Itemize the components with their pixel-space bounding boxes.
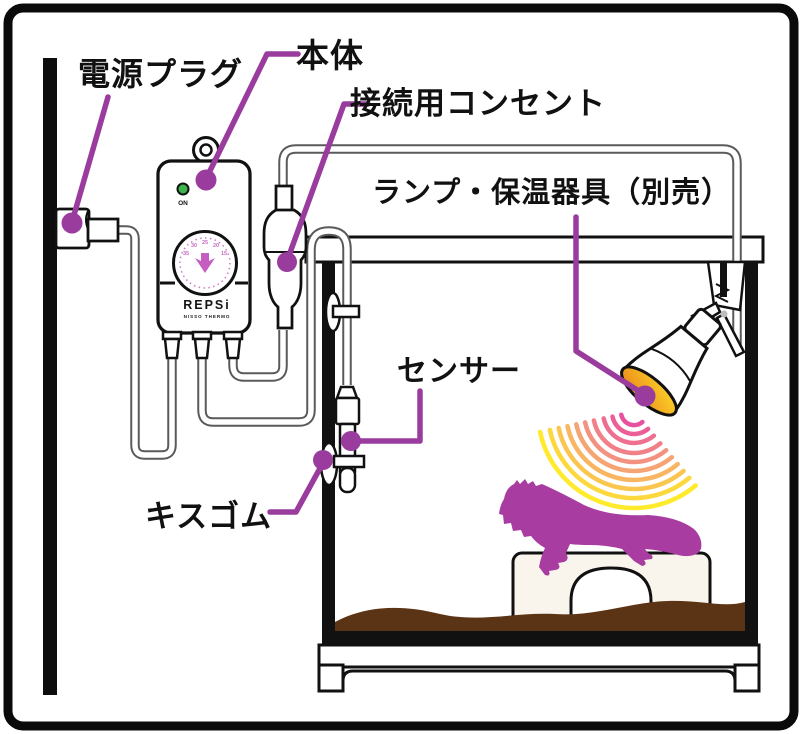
callout-line-sensor [350,388,423,444]
heat-lamp [620,260,747,417]
callout-line-outlet [284,101,371,264]
substrate [335,600,745,632]
terrarium [304,235,765,693]
dial-number: 35 [183,251,189,257]
callout-dot-outlet [277,252,297,272]
brand-logo: REPSi [183,298,231,312]
terrarium-stand [317,643,761,693]
dial-number: 30 [191,243,197,249]
suction-cup-lower-clip [332,454,366,469]
dial-number: 15 [221,251,227,257]
callout-dot-main-unit [195,169,217,191]
label-lamp: ランプ・保温器具（別売） [372,177,732,209]
lamp-clamp [690,260,747,358]
callout-dot-suction [313,450,333,470]
callout-line-power-plug [69,94,111,225]
suction-cup-upper-clip [331,304,361,319]
power-led [176,182,190,196]
cable-glands [161,330,244,360]
image-border [3,3,799,731]
temperature-dial[interactable]: 35 30 25 20 15 [172,230,238,296]
label-suction-cup: キスゴム [145,499,273,534]
label-sensor: センサー [397,355,521,388]
dial-number: 25 [202,240,208,246]
terrarium-bottom [322,631,758,645]
heat-waves [537,412,698,511]
callout-dot-sensor [341,431,361,451]
dial-number: 20 [213,243,219,249]
label-power-plug: 電源プラグ [78,56,244,92]
thermostat-device: ON 35 30 25 20 15 REPSi NISSO THERMO [156,136,252,360]
callout-dot-power-plug [61,212,83,234]
callout-dots [61,169,656,470]
terrarium-right-wall [745,262,758,633]
led-label: ON [178,200,188,207]
cables [118,144,742,460]
lizard-figure [499,479,702,576]
callout-dot-lamp [634,385,656,407]
terrarium-top-rim [304,235,765,264]
brand-sub: NISSO THERMO [184,314,231,319]
callout-line-suction [267,458,327,515]
dial-arrow-icon [195,253,215,273]
label-outlet: 接続用コンセント [350,86,606,121]
callout-lines [69,51,648,515]
wall-post [43,58,57,695]
callout-line-lamp [573,214,648,398]
label-main-unit: 本体 [296,37,364,74]
callout-line-main-unit [203,51,301,182]
